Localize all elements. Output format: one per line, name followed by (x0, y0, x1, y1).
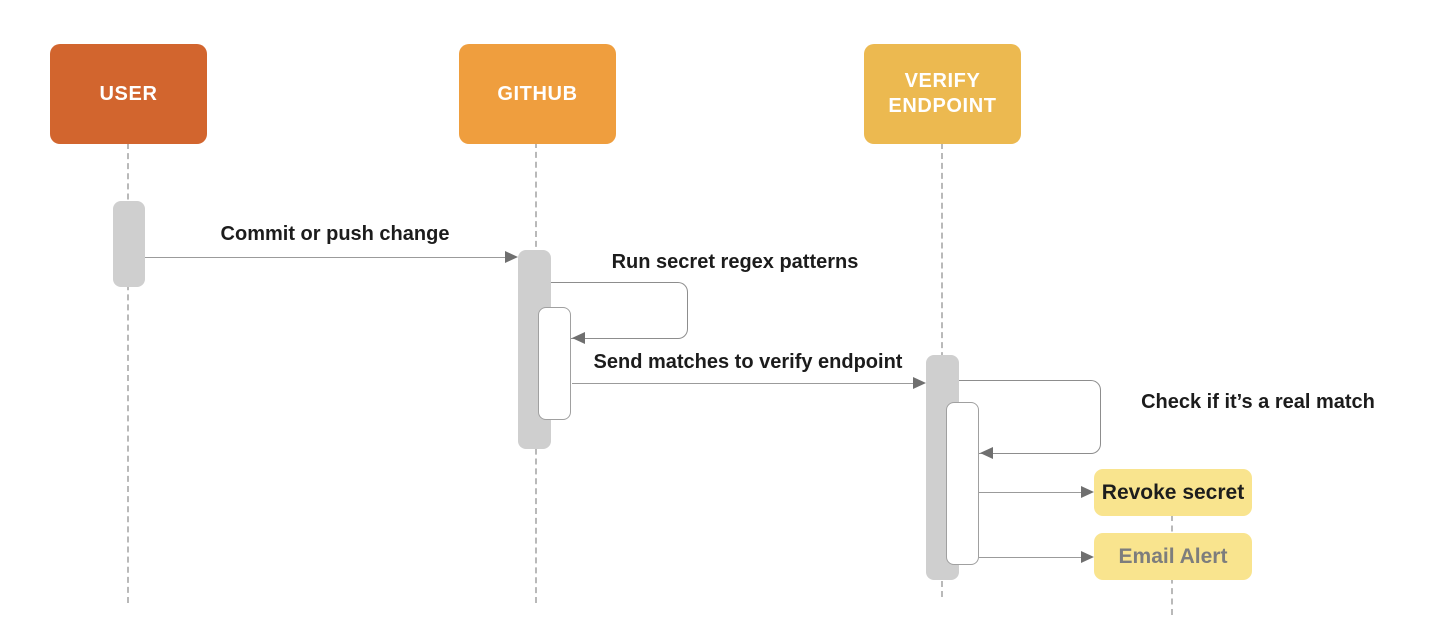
activation-bar-verify-nested (946, 402, 979, 565)
activation-bar-github-nested (538, 307, 571, 420)
actor-box-verify-endpoint: VERIFY ENDPOINT (864, 44, 1021, 144)
arrowhead-icon (572, 332, 585, 344)
message-line-email (979, 557, 1082, 558)
message-line-commit (145, 257, 507, 258)
node-label-email-alert: Email Alert (1118, 544, 1228, 568)
arrowhead-icon (1081, 551, 1094, 563)
node-label-revoke-secret: Revoke secret (1101, 480, 1245, 504)
actor-box-github: GITHUB (459, 44, 616, 144)
message-label-run-regex: Run secret regex patterns (611, 251, 859, 273)
activation-bar-user (113, 201, 145, 287)
message-label-send-matches: Send matches to verify endpoint (593, 351, 903, 373)
arrowhead-icon (980, 447, 993, 459)
self-loop-check-match (959, 380, 1101, 454)
message-label-commit: Commit or push change (220, 223, 450, 245)
message-label-check-match: Check if it’s a real match (1141, 391, 1375, 413)
node-box-revoke-secret: Revoke secret (1094, 469, 1252, 516)
actor-label-verify-endpoint: VERIFY ENDPOINT (888, 70, 997, 117)
actor-label-user: USER (99, 82, 158, 105)
actor-box-user: USER (50, 44, 207, 144)
message-line-send-matches (572, 383, 915, 384)
arrowhead-icon (1081, 486, 1094, 498)
node-box-email-alert: Email Alert (1094, 533, 1252, 580)
message-line-revoke (979, 492, 1082, 493)
arrowhead-icon (505, 251, 518, 263)
self-loop-run-regex (551, 282, 688, 339)
arrowhead-icon (913, 377, 926, 389)
lifeline-user (127, 143, 129, 603)
actor-label-github: GITHUB (497, 82, 578, 105)
